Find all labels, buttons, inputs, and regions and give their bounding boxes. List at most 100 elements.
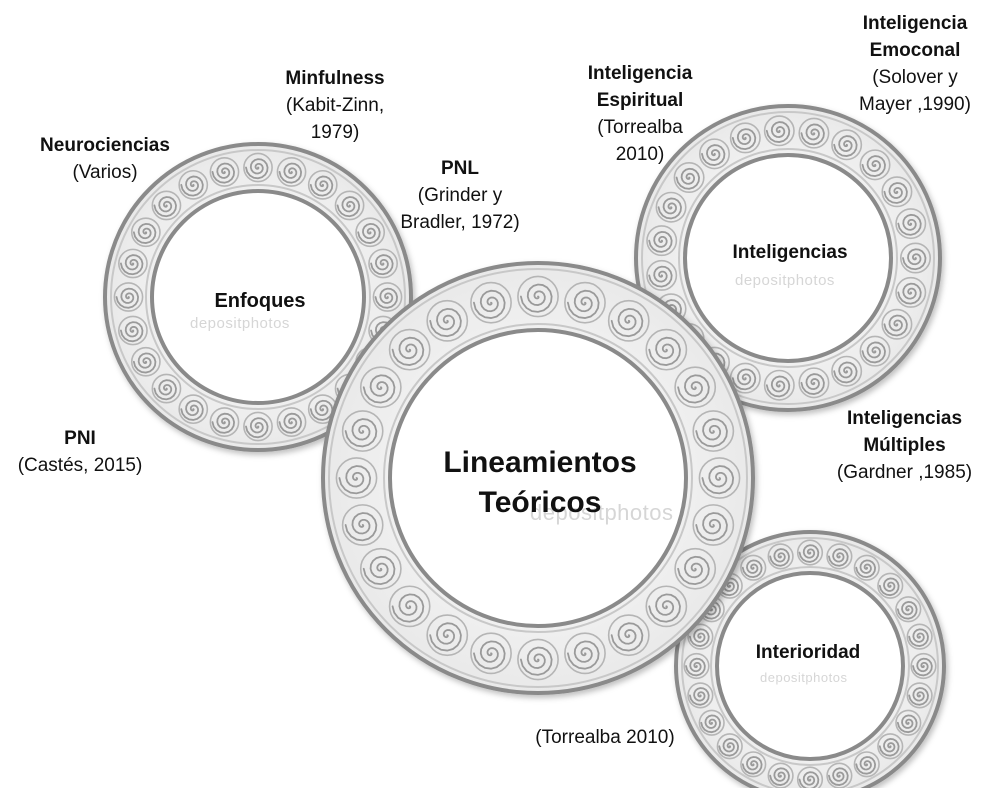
spiral-ornament: [881, 176, 913, 208]
spiral-ornament: [899, 242, 931, 274]
spiral-ornament: [895, 208, 927, 240]
spiral-ornament: [426, 614, 469, 657]
ring-label-enfoques: Enfoques: [214, 290, 306, 312]
spiral-ornament: [359, 366, 402, 409]
spiral-ornament: [470, 281, 512, 324]
ring-label-inteligencias: Inteligencias: [732, 242, 848, 263]
spiral-ornament: [826, 543, 853, 570]
spiral-ornament: [763, 115, 795, 147]
annotation-source: (Torrealba 2010): [535, 727, 675, 748]
spiral-ornament: [881, 308, 913, 340]
annotation-inteligencias-multiples: Inteligencias Múltiples (Gardner ,1985): [822, 405, 987, 486]
spiral-ornament: [674, 547, 717, 590]
spiral-ornament: [673, 162, 705, 194]
watermark: depositphotos: [735, 272, 835, 289]
spiral-ornament: [130, 346, 161, 377]
spiral-ornament: [113, 282, 144, 312]
spiral-ornament: [118, 315, 148, 346]
annotation-source: Bradler, 1972): [400, 212, 520, 233]
spiral-ornament: [798, 367, 830, 399]
spiral-ornament: [243, 152, 273, 183]
annotation-source: Mayer ,1990): [859, 94, 971, 115]
ring-lineamientos: [321, 261, 755, 695]
spiral-ornament: [895, 276, 927, 308]
spiral-ornament: [388, 328, 431, 371]
annotation-inteligencia-espiritual: Inteligencia Espiritual (Torrealba 2010): [560, 60, 720, 168]
spiral-ornament: [151, 373, 182, 404]
spiral-ornament: [853, 751, 880, 778]
annotation-title: Espiritual: [596, 90, 684, 111]
spiral-ornament: [368, 248, 398, 279]
spiral-ornament: [895, 596, 922, 623]
spiral-ornament: [740, 554, 767, 581]
spiral-ornament: [698, 138, 730, 170]
spiral-ornament: [607, 299, 650, 342]
spiral-ornament: [388, 585, 431, 628]
spiral-ornament: [276, 407, 307, 437]
spiral-ornament: [692, 410, 735, 452]
spiral-ornament: [517, 638, 559, 681]
spiral-ornament: [796, 766, 824, 788]
annotation-source: (Kabit-Zinn,: [285, 95, 385, 116]
spiral-ornament: [276, 157, 307, 187]
spiral-ornament: [796, 539, 824, 566]
annotation-title: Múltiples: [863, 435, 946, 456]
annotation-minfulness: Minfulness (Kabit-Zinn, 1979): [255, 65, 415, 146]
annotation-source: (Torrealba: [597, 117, 683, 138]
spiral-ornament: [564, 281, 606, 324]
spiral-ornament: [716, 733, 743, 760]
annotation-title: Neurociencias: [40, 135, 170, 156]
spiral-ornament: [798, 117, 830, 149]
spiral-ornament: [895, 709, 922, 736]
annotation-title: Inteligencia: [587, 63, 693, 84]
annotation-source: (Varios): [72, 162, 138, 183]
spiral-ornament: [859, 149, 891, 181]
annotation-source: (Castés, 2015): [17, 455, 143, 476]
spiral-ornament: [209, 407, 240, 437]
annotation-source: 2010): [615, 144, 665, 165]
spiral-ornament: [335, 457, 378, 499]
spiral-ornament: [426, 299, 469, 342]
spiral-ornament: [687, 682, 714, 709]
spiral-ornament: [906, 623, 933, 650]
annotation-title: Inteligencias: [846, 408, 963, 429]
ring-label-lineamientos-line2: Teóricos: [478, 486, 602, 519]
spiral-ornament: [698, 709, 725, 736]
spiral-ornament: [683, 652, 710, 680]
annotation-title: Minfulness: [285, 68, 385, 89]
spiral-ornament: [372, 282, 403, 312]
watermark: depositphotos: [190, 315, 290, 332]
spiral-ornament: [906, 682, 933, 709]
spiral-ornament: [740, 751, 767, 778]
spiral-ornament: [877, 572, 904, 599]
spiral-ornament: [687, 623, 714, 650]
spiral-ornament: [674, 366, 717, 409]
spiral-ornament: [646, 225, 678, 257]
spiral-ornament: [859, 335, 891, 367]
spiral-ornament: [646, 259, 678, 291]
annotation-source: (Solover y: [872, 67, 958, 88]
spiral-ornament: [910, 652, 937, 680]
spiral-ornament: [729, 122, 761, 154]
spiral-ornament: [607, 614, 650, 657]
spiral-ornament: [831, 129, 863, 161]
spiral-ornament: [655, 191, 687, 223]
spiral-ornament: [877, 733, 904, 760]
spiral-ornament: [517, 275, 559, 318]
annotation-pnl: PNL (Grinder y Bradler, 1972): [385, 155, 535, 236]
annotation-source: (Grinder y: [417, 185, 503, 206]
spiral-ornament: [767, 543, 794, 570]
spiral-ornament: [178, 169, 209, 200]
watermark: depositphotos: [760, 670, 848, 685]
spiral-ornament: [692, 504, 735, 546]
spiral-ornament: [243, 411, 273, 442]
ring-label-lineamientos: Lineamientos Teóricos: [420, 443, 660, 523]
annotation-title: PNL: [441, 158, 479, 179]
spiral-ornament: [470, 632, 512, 675]
annotation-title: Emoconal: [869, 40, 961, 61]
spiral-ornament: [118, 248, 148, 279]
annotation-pni: PNI (Castés, 2015): [5, 425, 155, 479]
spiral-ornament: [334, 190, 365, 221]
annotation-inteligencia-emocional: Inteligencia Emoconal (Solover y Mayer ,…: [840, 10, 990, 118]
